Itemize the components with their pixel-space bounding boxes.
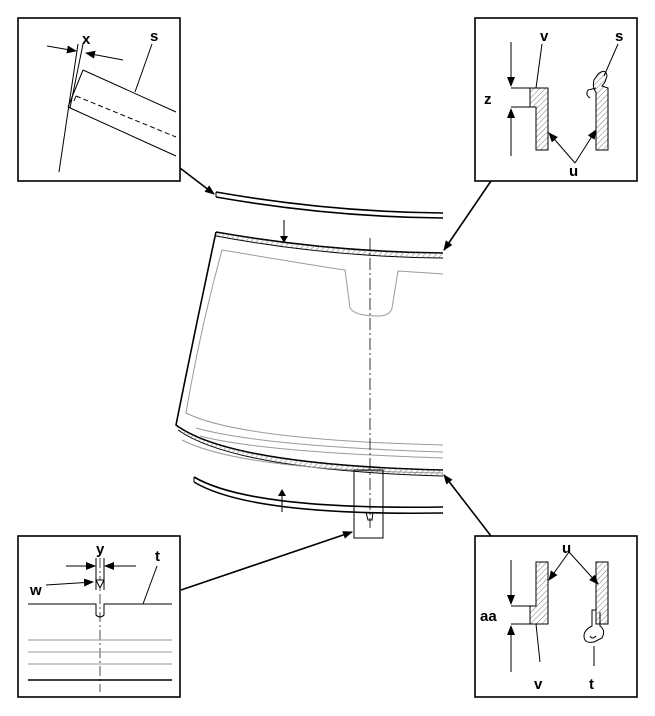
detail-bottom-right: u aa v t [474, 535, 638, 698]
detail-top-right: v s z u [474, 17, 638, 182]
label-v-bottom: v [534, 676, 543, 693]
label-aa: aa [480, 608, 497, 625]
upper-install-arrow [280, 220, 288, 243]
label-t-left: t [155, 548, 160, 565]
lower-molding [193, 476, 444, 521]
label-w: w [29, 582, 42, 599]
upper-molding [215, 191, 444, 219]
detail-top-left: x s [17, 17, 181, 182]
label-x: x [82, 31, 91, 48]
leader-lines [179, 167, 492, 591]
label-y: y [96, 541, 105, 558]
label-s-right: s [615, 28, 623, 45]
detail-locator-box [353, 469, 384, 539]
label-t-right: t [589, 676, 594, 693]
label-z: z [484, 91, 492, 108]
label-v-top: v [540, 28, 549, 45]
label-u-bottom: u [562, 540, 571, 557]
detail-bottom-left: y t w [17, 535, 181, 698]
label-u-top: u [569, 163, 578, 180]
windshield-glass [175, 231, 444, 477]
label-s-top: s [150, 28, 158, 45]
